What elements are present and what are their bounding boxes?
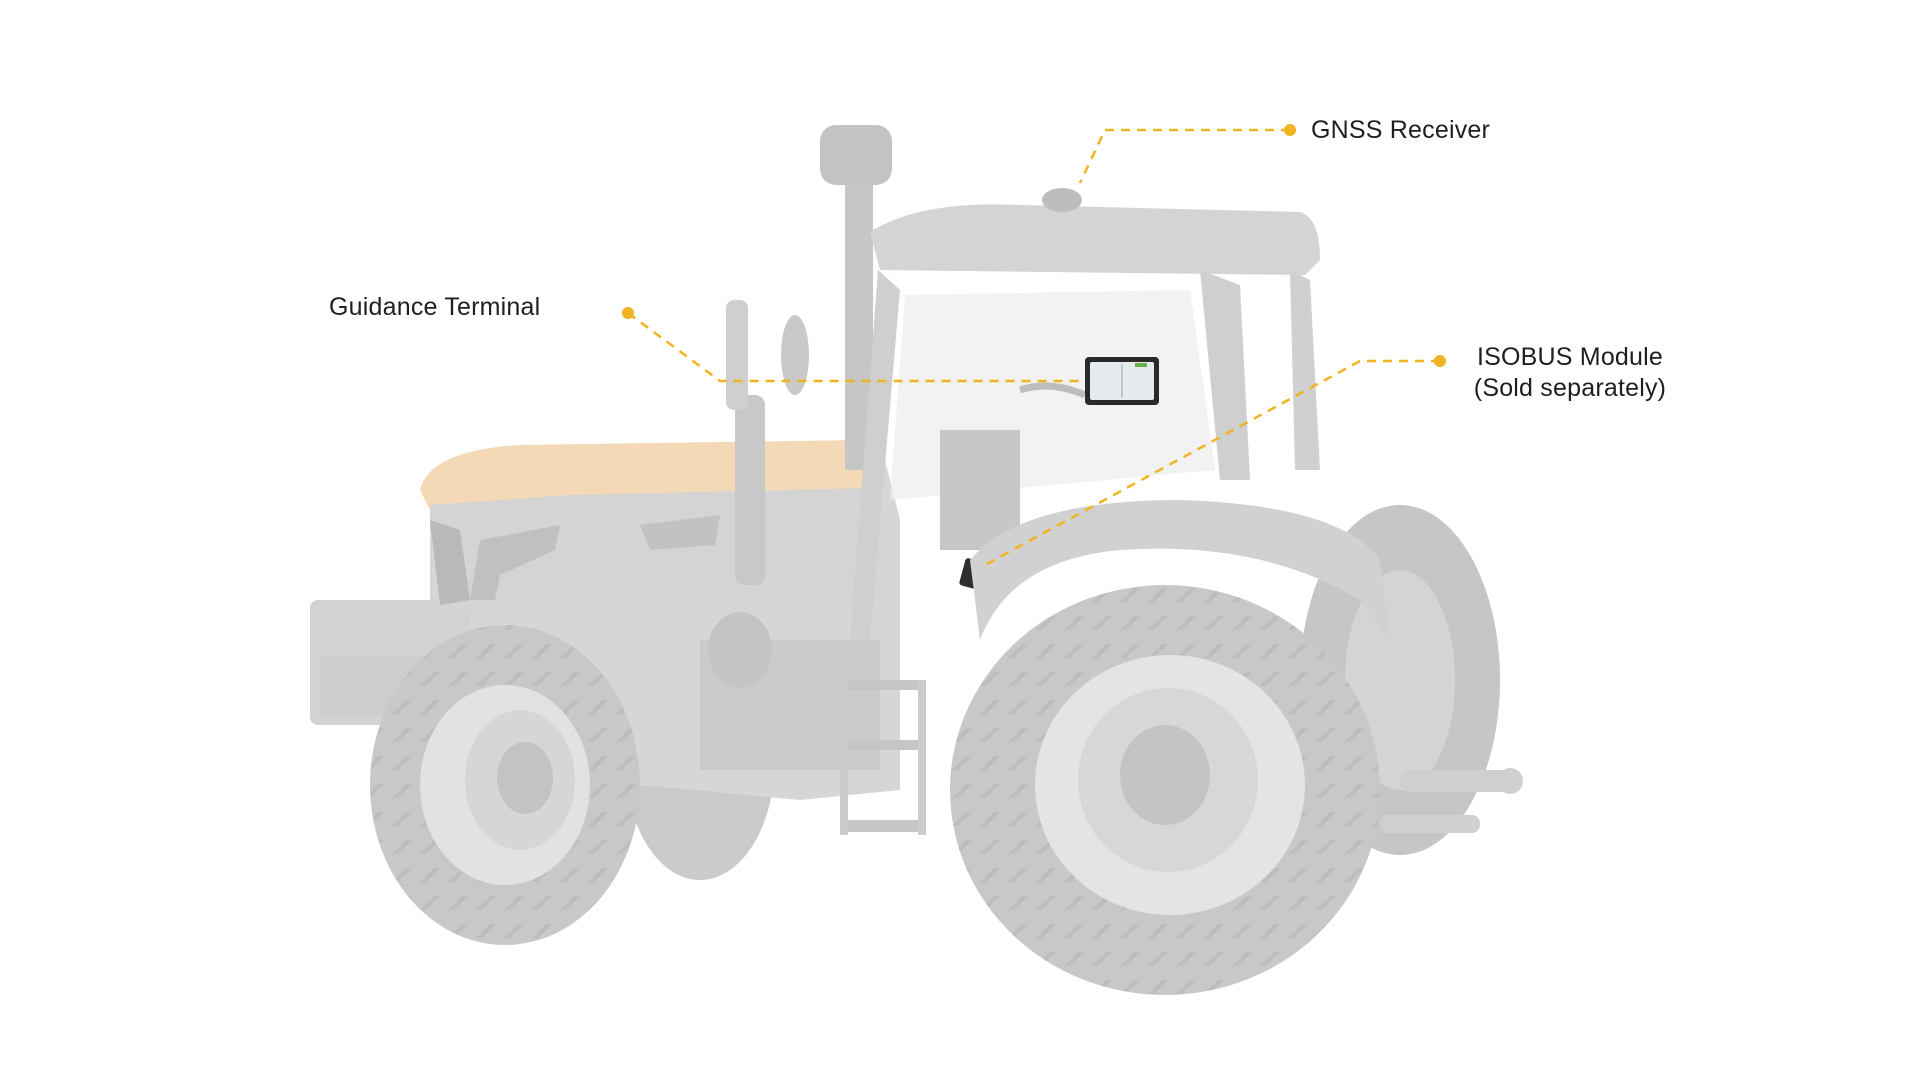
guidance-terminal-label: Guidance Terminal [329,293,541,321]
air-intake [820,125,892,470]
rear-near-wheel [950,585,1380,995]
guidance-callout-line [622,307,1085,383]
front-near-wheel [370,625,640,945]
rear-fender [970,500,1390,640]
isobus-module-note: (Sold separately) [1473,374,1667,403]
cab-steps [840,680,926,835]
isobus-module-label: ISOBUS Module (Sold separately) [1440,342,1700,405]
rear-hitch [1380,768,1523,833]
isobus-callout-line [984,355,1446,567]
tractor-hood [420,440,890,620]
gnss-receiver-label: GNSS Receiver [1311,116,1491,144]
isobus-callout-dot [1434,355,1446,367]
gnss-callout-dot [1284,124,1296,136]
exhaust-stack [726,300,765,585]
guidance-callout-dot [622,307,634,319]
gnss-callout-line [1078,124,1296,184]
tractor-cab [781,188,1320,640]
guidance-terminal-device [1085,357,1159,405]
isobus-module-title: ISOBUS Module [1476,343,1663,371]
